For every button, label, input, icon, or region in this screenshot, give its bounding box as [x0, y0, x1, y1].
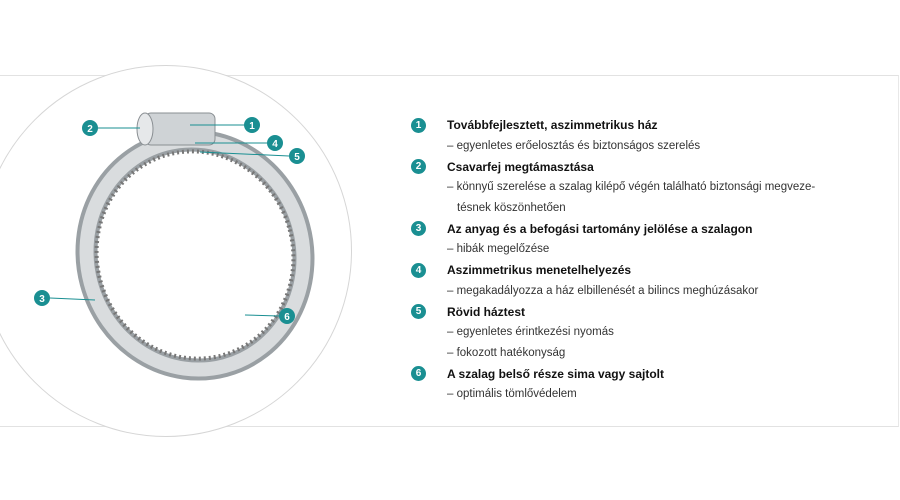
number-badge: 6 [411, 366, 426, 382]
callout-badge-2 [82, 120, 98, 136]
svg-text:1: 1 [249, 121, 255, 132]
feature-detail: – egyenletes erőelosztás és biztonságos … [447, 140, 701, 153]
feature-detail: – megakadályozza a ház elbillenését a bi… [447, 284, 759, 297]
feature-detail: – fokozott hatékonyság [447, 346, 566, 359]
feature-detail: – egyenletes érintkezési nyomás [447, 326, 614, 339]
feature-detail: tésnek köszönhetően [457, 202, 566, 215]
svg-text:4: 4 [272, 139, 278, 150]
svg-text:6: 6 [284, 312, 290, 323]
number-badge: 2 [411, 159, 426, 175]
hose-clamp-illustration: 1 2 3 4 5 6 [34, 112, 315, 381]
callout-badge-4 [267, 135, 283, 151]
svg-text:5: 5 [294, 152, 300, 163]
screw-head [136, 112, 154, 146]
svg-text:2: 2 [87, 124, 93, 135]
content-panel [0, 75, 899, 427]
number-badge: 5 [411, 304, 426, 320]
callout-badge-6 [279, 308, 295, 324]
clamp-housing [144, 112, 216, 146]
number-badge: 3 [411, 221, 426, 237]
feature-detail: – könnyű szerelése a szalag kilépő végén… [447, 181, 816, 194]
feature-detail: – hibák megelőzése [447, 243, 550, 256]
svg-text:3: 3 [39, 294, 45, 305]
callout-badge-1 [244, 117, 260, 133]
number-badge: 1 [411, 117, 426, 133]
feature-detail: – optimális tömlővédelem [447, 388, 577, 401]
callout-badge-3 [34, 290, 50, 306]
callout-badge-5 [289, 148, 305, 164]
number-badge: 4 [411, 262, 426, 278]
clamp-band [75, 129, 315, 381]
